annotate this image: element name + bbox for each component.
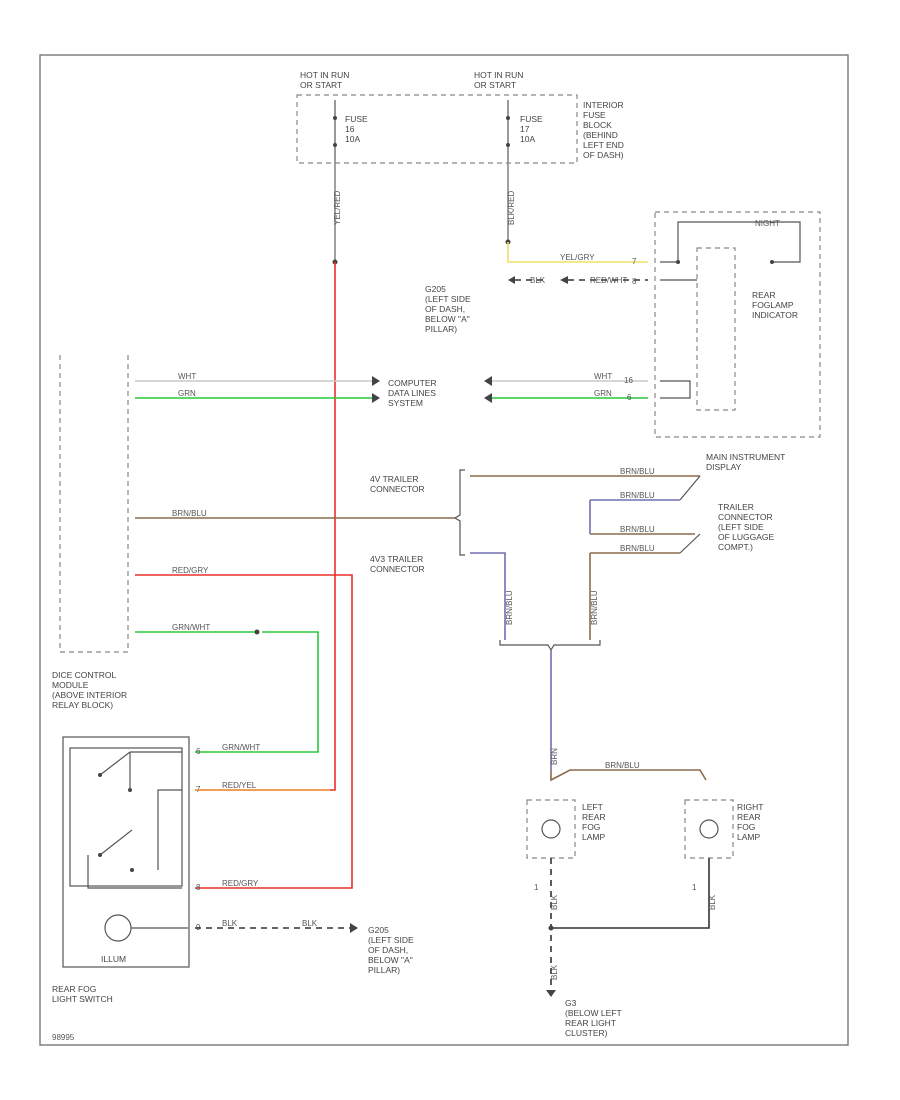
wire-label-blk-sw: BLK [222, 919, 238, 928]
pin-label-right-lamp: 1 [692, 883, 697, 892]
pin-label-16: 16 [624, 376, 633, 385]
wire-label-grn-left: GRN [178, 389, 196, 398]
rear-fog-switch-outline [62, 736, 190, 968]
connector-arrow-wht [372, 376, 380, 386]
wire-label-brn-blu: BRN/BLU [172, 509, 207, 518]
wire-label-trailer-1: BRN/BLU [620, 467, 655, 476]
indicator-node-2 [770, 260, 774, 264]
wire-label-trailer-v2: BRN/BLU [590, 590, 599, 625]
wire-label-trailer-3: BRN/BLU [620, 525, 655, 534]
switch-contacts-icon [87, 751, 182, 889]
fuse-17-icon [506, 100, 510, 160]
connector-arrow-grn [372, 393, 380, 403]
wire-label-blk-upper: BLK [530, 276, 546, 285]
wire-label-brn-lamps: BRN/BLU [605, 761, 640, 770]
splice-grn-wht [254, 629, 260, 635]
pin-label-6: 6 [627, 393, 632, 402]
splice-ground-rear [548, 925, 554, 931]
wire-label-blk-lamp: BLK [550, 894, 559, 910]
wire-trailer-violet [470, 552, 506, 640]
trailer-brace [453, 469, 465, 556]
illum-label: ILLUM [101, 954, 126, 964]
wire-blk-right-lamp [551, 858, 710, 929]
wire-label-red-gry2: RED/GRY [222, 879, 259, 888]
fuse-block-outline [296, 94, 578, 164]
fuse-16-icon [333, 100, 337, 160]
wire-red-wht-arrow [560, 276, 568, 284]
wire-label-grn-right: GRN [594, 389, 612, 398]
wire-label-yel-red: YEL/RED [333, 191, 342, 225]
trailer-bottom-brace [499, 640, 601, 652]
pin-label-mid: 8 [632, 277, 637, 286]
trailer-contact-2 [679, 533, 701, 554]
indicator-internal-wire [660, 221, 801, 263]
diagram-frame [39, 54, 849, 1046]
wire-label-trailer-2: BRN/BLU [620, 491, 655, 500]
wire-label-red-wht: RED/WHT [590, 276, 627, 285]
wire-label-yel-gry: YEL/GRY [560, 253, 595, 262]
ground-g205-lower-icon [350, 923, 358, 933]
footer-code: 98995 [52, 1033, 75, 1042]
illum-lamp-icon [104, 914, 132, 942]
night-label: NIGHT [755, 219, 780, 228]
wire-label-blk-red: BLK/RED [507, 191, 516, 225]
switch-pin-6: 6 [196, 747, 201, 756]
wire-brn-lamps [550, 769, 707, 782]
rear-fog-switch-inner [69, 747, 183, 887]
trailer-contact-1 [679, 475, 701, 501]
wire-label-wht-left: WHT [178, 372, 196, 381]
wire-label-blk-lamp2: BLK [708, 894, 717, 910]
display-data-in [660, 380, 691, 399]
rear-foglamp-indicator-outline [696, 247, 736, 411]
dice-module-outline [59, 355, 129, 653]
wire-label-trailer-v1: BRN/BLU [505, 590, 514, 625]
wire-red-gry-dice [135, 574, 353, 889]
wire-label-vio: BRN [550, 748, 559, 765]
ground-g205-upper-icon [508, 276, 515, 284]
indicator-node [676, 260, 680, 264]
wire-label-blk-sw2: BLK [302, 919, 318, 928]
wire-label-grn-wht-sw: GRN/WHT [222, 743, 260, 752]
wire-yel-gry [507, 242, 648, 263]
switch-pin-8: 8 [196, 883, 201, 892]
wire-red-gry-main [195, 262, 336, 791]
connector-arrow-grn-r [484, 393, 492, 403]
wire-label-red-yel: RED/YEL [222, 781, 257, 790]
wire-label-trailer-4: BRN/BLU [620, 544, 655, 553]
connector-arrow-wht-r [484, 376, 492, 386]
wire-label-blk-g3: BLK [550, 964, 559, 980]
ground-g3-icon [546, 990, 556, 997]
right-rear-fog-lamp-outline [684, 799, 734, 859]
main-instrument-display-outline [654, 211, 821, 438]
left-rear-fog-lamp-outline [526, 799, 576, 859]
pin-label-top: 7 [632, 257, 637, 266]
wire-label-grn-wht: GRN/WHT [172, 623, 210, 632]
wire-label-wht-right: WHT [594, 372, 612, 381]
right-rear-fog-lamp-icon [699, 819, 719, 839]
wire-grn-wht-switch [195, 631, 319, 753]
wire-label-red-gry: RED/GRY [172, 566, 209, 575]
left-rear-fog-lamp-icon [541, 819, 561, 839]
pin-label-left-lamp: 1 [534, 883, 539, 892]
